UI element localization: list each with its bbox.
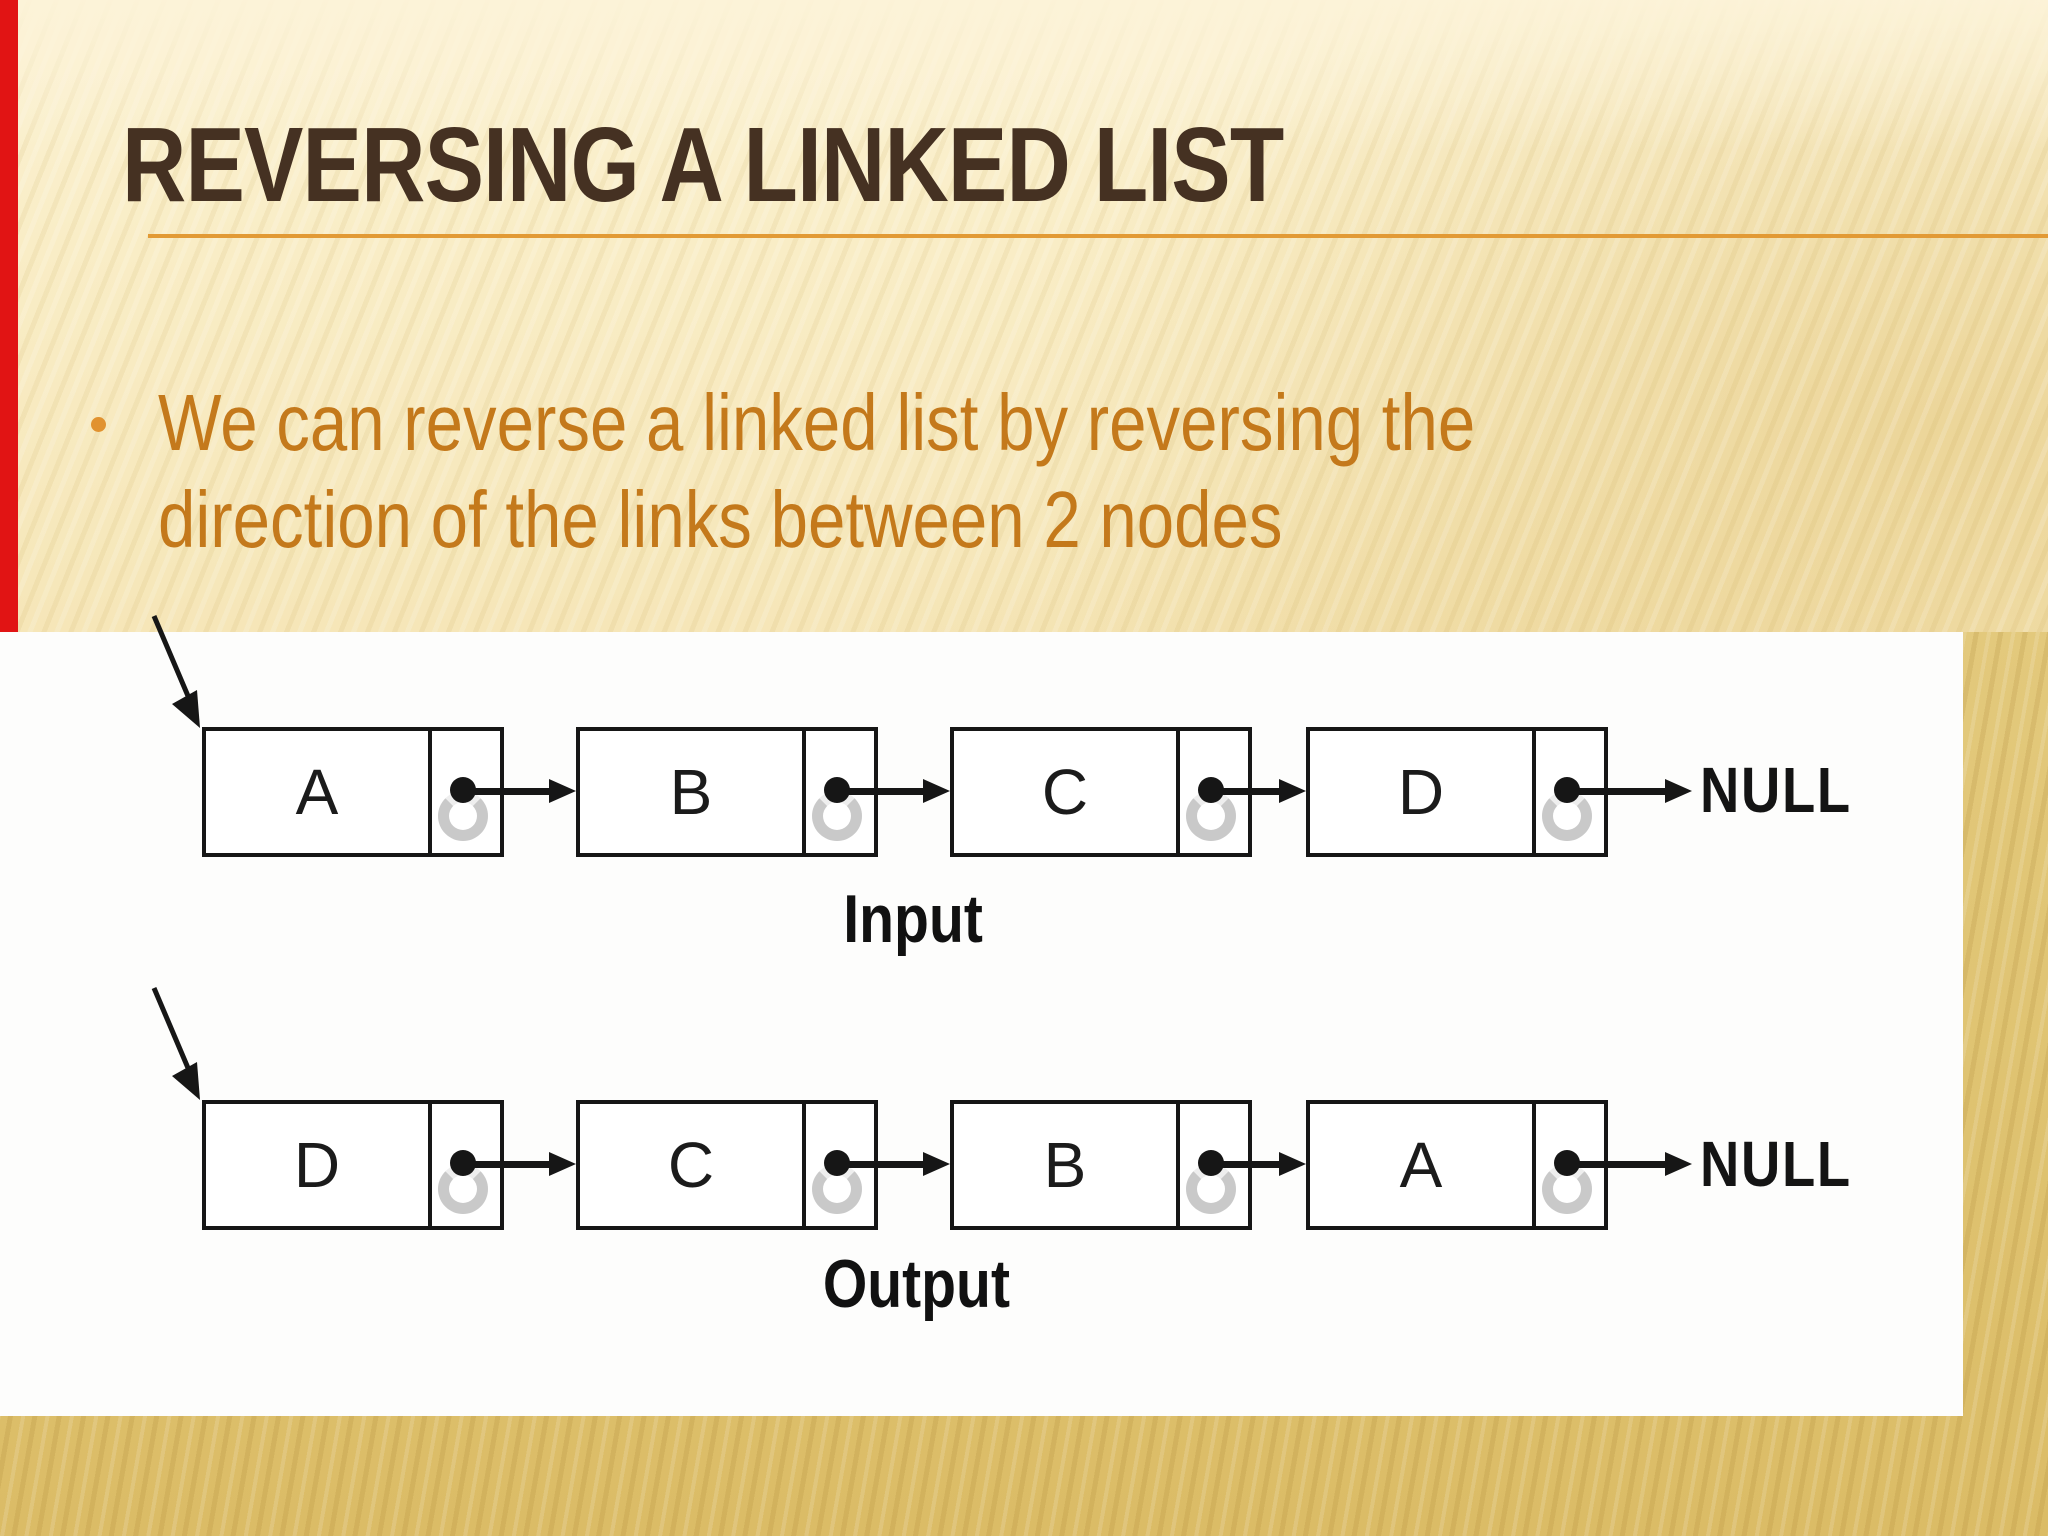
- output-node-D-pointer-cell: [428, 1104, 500, 1226]
- bullet-text: We can reverse a linked list by reversin…: [158, 374, 1475, 568]
- bullet-line-1: We can reverse a linked list by reversin…: [158, 378, 1476, 467]
- input-node-A-pointer-cell: [428, 731, 500, 853]
- output-node-D: D: [202, 1100, 504, 1230]
- output-node-B-value: B: [1043, 1129, 1087, 1201]
- input-node-C: C: [950, 727, 1252, 857]
- input-caption: Input: [843, 881, 983, 957]
- output-link-arrow-2: [840, 1152, 950, 1176]
- output-null-label: NULL: [1700, 1128, 1852, 1200]
- input-head-pointer-arrow: [151, 615, 200, 728]
- input-node-B: B: [576, 727, 878, 857]
- output-node-C-pointer-cell: [802, 1104, 874, 1226]
- output-node-A-value: A: [1399, 1129, 1443, 1201]
- input-node-C-pointer-cell: [1176, 731, 1248, 853]
- input-node-A: A: [202, 727, 504, 857]
- input-link-arrow-2: [840, 779, 950, 803]
- output-node-C: C: [576, 1100, 878, 1230]
- page-title: REVERSING A LINKED LIST: [122, 112, 1505, 218]
- output-node-D-value: D: [293, 1129, 341, 1201]
- input-null-label: NULL: [1700, 754, 1852, 826]
- input-link-arrow-1: [466, 779, 576, 803]
- page-title-text: REVERSING A LINKED LIST: [122, 106, 1284, 224]
- output-node-A: A: [1306, 1100, 1608, 1230]
- output-node-B: B: [950, 1100, 1252, 1230]
- output-caption: Output: [822, 1246, 1010, 1322]
- input-node-C-value: C: [1041, 756, 1089, 828]
- input-node-D: D: [1306, 727, 1608, 857]
- input-node-D-value: D: [1397, 756, 1445, 828]
- input-link-arrow-3: [1214, 779, 1306, 803]
- bullet-line-2: direction of the links between 2 nodes: [158, 475, 1283, 564]
- input-node-B-value: B: [669, 756, 713, 828]
- output-link-arrow-1: [466, 1152, 576, 1176]
- input-null-arrow: [1570, 779, 1692, 803]
- red-accent-stripe: [0, 0, 18, 632]
- output-node-B-pointer-cell: [1176, 1104, 1248, 1226]
- output-null-arrow: [1570, 1152, 1692, 1176]
- output-node-C-value: C: [667, 1129, 715, 1201]
- input-node-D-pointer-cell: [1532, 731, 1604, 853]
- input-node-A-value: A: [295, 756, 339, 828]
- title-underline-rule: [148, 234, 2048, 238]
- page-title-reflection: REVERSING A LINKED LIST: [122, 210, 1505, 314]
- bullet-marker: [91, 417, 106, 432]
- output-head-pointer-arrow: [151, 987, 200, 1100]
- output-link-arrow-3: [1214, 1152, 1306, 1176]
